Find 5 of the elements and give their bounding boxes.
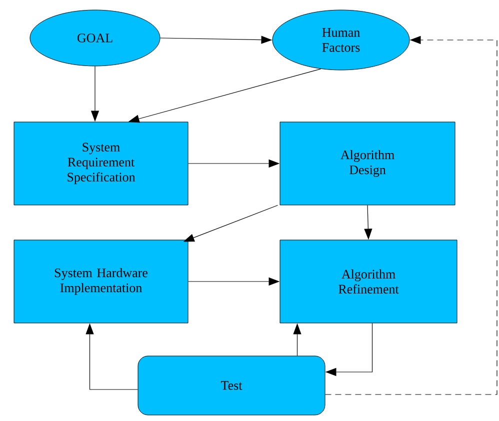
process-box: Algorithm Refinement [280,240,458,324]
process-box: System Requirement Specification [14,122,188,206]
process-box: Algorithm Design [280,122,456,206]
test-box: Test [138,356,326,416]
process-box: System Hardware Implementation [14,240,188,324]
